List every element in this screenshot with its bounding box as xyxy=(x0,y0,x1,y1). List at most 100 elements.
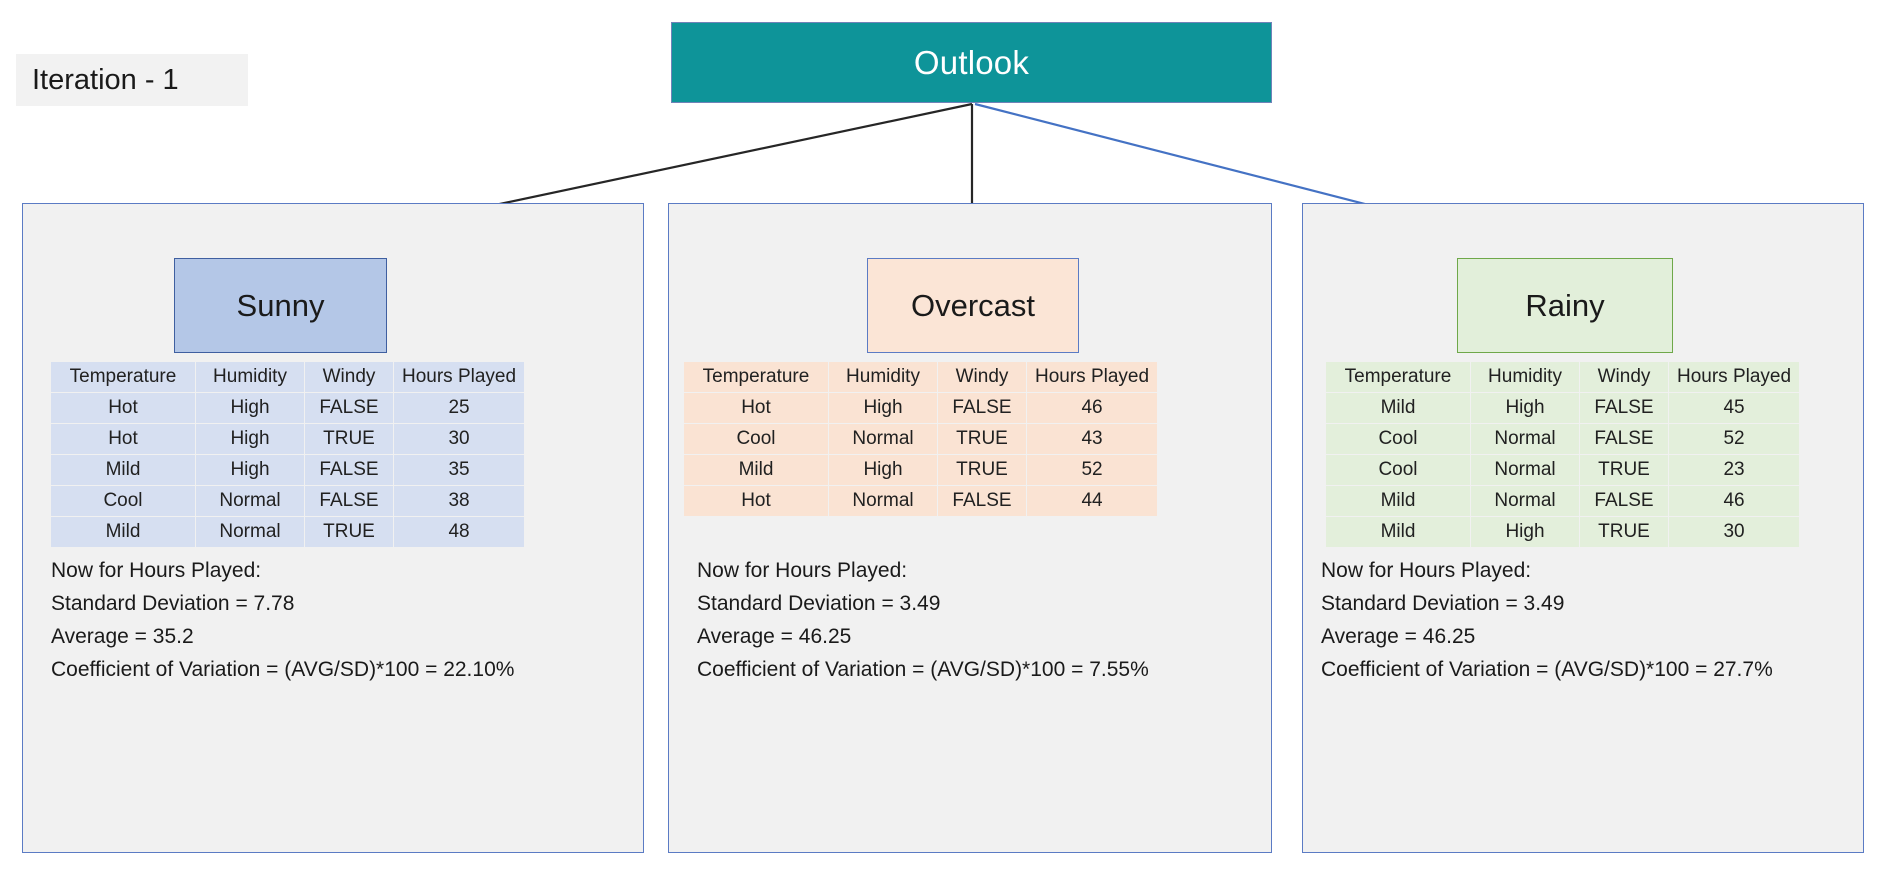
branch-node-label: Sunny xyxy=(236,287,325,323)
cell-windy: FALSE xyxy=(938,393,1026,423)
stats-line-heading: Now for Hours Played: xyxy=(1321,559,1532,582)
cell-temperature: Mild xyxy=(51,517,195,547)
table-row: Mild High TRUE 52 xyxy=(684,455,1158,485)
stats-line-coeffvar: Coefficient of Variation = (AVG/SD)*100 … xyxy=(51,658,515,681)
col-windy: Windy xyxy=(305,362,393,392)
cell-hours-played: 48 xyxy=(394,517,525,547)
stats-line-heading: Now for Hours Played: xyxy=(697,559,908,582)
stats-block-rainy: Now for Hours Played: Standard Deviation… xyxy=(1321,554,1773,686)
branch-panel-sunny: Sunny Temperature Humidity Windy Hours P… xyxy=(22,203,644,853)
cell-humidity: Normal xyxy=(196,517,304,547)
table-header-row: Temperature Humidity Windy Hours Played xyxy=(51,362,525,392)
cell-windy: FALSE xyxy=(1580,393,1668,423)
cell-hours-played: 46 xyxy=(1027,393,1158,423)
stats-line-average: Average = 46.25 xyxy=(697,625,852,648)
cell-temperature: Hot xyxy=(684,486,828,516)
cell-hours-played: 35 xyxy=(394,455,525,485)
cell-humidity: Normal xyxy=(1471,424,1579,454)
cell-windy: FALSE xyxy=(305,486,393,516)
cell-hours-played: 45 xyxy=(1669,393,1800,423)
col-hours-played: Hours Played xyxy=(1027,362,1158,392)
cell-windy: FALSE xyxy=(305,455,393,485)
stats-line-stddev: Standard Deviation = 3.49 xyxy=(697,592,941,615)
table-row: Mild High FALSE 35 xyxy=(51,455,525,485)
table-row: Hot High FALSE 25 xyxy=(51,393,525,423)
table-row: Mild Normal FALSE 46 xyxy=(1326,486,1800,516)
table-row: Cool Normal FALSE 52 xyxy=(1326,424,1800,454)
cell-windy: TRUE xyxy=(1580,517,1668,547)
cell-temperature: Mild xyxy=(1326,393,1470,423)
cell-windy: TRUE xyxy=(305,424,393,454)
data-table-overcast: Temperature Humidity Windy Hours Played … xyxy=(683,361,1158,517)
cell-humidity: High xyxy=(829,393,937,423)
col-humidity: Humidity xyxy=(1471,362,1579,392)
col-windy: Windy xyxy=(938,362,1026,392)
cell-windy: TRUE xyxy=(938,455,1026,485)
cell-hours-played: 38 xyxy=(394,486,525,516)
cell-hours-played: 25 xyxy=(394,393,525,423)
cell-temperature: Cool xyxy=(684,424,828,454)
cell-humidity: Normal xyxy=(1471,455,1579,485)
branch-node-label: Rainy xyxy=(1525,287,1605,323)
cell-hours-played: 44 xyxy=(1027,486,1158,516)
branch-panel-rainy: Rainy Temperature Humidity Windy Hours P… xyxy=(1302,203,1864,853)
table-row: Hot High TRUE 30 xyxy=(51,424,525,454)
cell-hours-played: 52 xyxy=(1027,455,1158,485)
cell-hours-played: 46 xyxy=(1669,486,1800,516)
col-hours-played: Hours Played xyxy=(394,362,525,392)
cell-temperature: Cool xyxy=(1326,424,1470,454)
cell-windy: TRUE xyxy=(1580,455,1668,485)
table-row: Cool Normal TRUE 43 xyxy=(684,424,1158,454)
stats-line-coeffvar: Coefficient of Variation = (AVG/SD)*100 … xyxy=(697,658,1149,681)
col-humidity: Humidity xyxy=(829,362,937,392)
cell-temperature: Cool xyxy=(51,486,195,516)
root-node-outlook[interactable]: Outlook xyxy=(671,22,1272,103)
cell-temperature: Mild xyxy=(684,455,828,485)
data-table-rainy: Temperature Humidity Windy Hours Played … xyxy=(1325,361,1800,548)
stats-line-stddev: Standard Deviation = 7.78 xyxy=(51,592,295,615)
cell-temperature: Hot xyxy=(51,393,195,423)
cell-temperature: Mild xyxy=(1326,486,1470,516)
col-humidity: Humidity xyxy=(196,362,304,392)
table-row: Mild Normal TRUE 48 xyxy=(51,517,525,547)
cell-hours-played: 23 xyxy=(1669,455,1800,485)
cell-humidity: Normal xyxy=(829,424,937,454)
col-windy: Windy xyxy=(1580,362,1668,392)
cell-temperature: Hot xyxy=(51,424,195,454)
cell-windy: TRUE xyxy=(305,517,393,547)
cell-humidity: High xyxy=(1471,393,1579,423)
stats-line-average: Average = 35.2 xyxy=(51,625,194,648)
cell-humidity: Normal xyxy=(196,486,304,516)
cell-temperature: Mild xyxy=(51,455,195,485)
branch-node-overcast[interactable]: Overcast xyxy=(867,258,1079,353)
table-header-row: Temperature Humidity Windy Hours Played xyxy=(1326,362,1800,392)
root-node-label: Outlook xyxy=(913,43,1030,81)
branch-node-sunny[interactable]: Sunny xyxy=(174,258,387,353)
cell-temperature: Hot xyxy=(684,393,828,423)
col-hours-played: Hours Played xyxy=(1669,362,1800,392)
branch-panel-overcast: Overcast Temperature Humidity Windy Hour… xyxy=(668,203,1272,853)
cell-hours-played: 30 xyxy=(1669,517,1800,547)
cell-windy: TRUE xyxy=(938,424,1026,454)
table-row: Hot High FALSE 46 xyxy=(684,393,1158,423)
stats-block-sunny: Now for Hours Played: Standard Deviation… xyxy=(51,554,514,686)
cell-windy: FALSE xyxy=(1580,424,1668,454)
branch-node-rainy[interactable]: Rainy xyxy=(1457,258,1673,353)
cell-hours-played: 30 xyxy=(394,424,525,454)
table-row: Mild High TRUE 30 xyxy=(1326,517,1800,547)
cell-humidity: High xyxy=(829,455,937,485)
cell-humidity: High xyxy=(196,393,304,423)
cell-windy: FALSE xyxy=(305,393,393,423)
cell-humidity: Normal xyxy=(829,486,937,516)
table-row: Cool Normal FALSE 38 xyxy=(51,486,525,516)
branch-node-label: Overcast xyxy=(910,287,1036,323)
cell-hours-played: 52 xyxy=(1669,424,1800,454)
cell-windy: FALSE xyxy=(1580,486,1668,516)
stats-block-overcast: Now for Hours Played: Standard Deviation… xyxy=(697,554,1149,686)
iteration-badge: Iteration - 1 xyxy=(16,54,248,106)
col-temperature: Temperature xyxy=(51,362,195,392)
table-row: Hot Normal FALSE 44 xyxy=(684,486,1158,516)
table-row: Cool Normal TRUE 23 xyxy=(1326,455,1800,485)
stats-line-stddev: Standard Deviation = 3.49 xyxy=(1321,592,1565,615)
col-temperature: Temperature xyxy=(684,362,828,392)
